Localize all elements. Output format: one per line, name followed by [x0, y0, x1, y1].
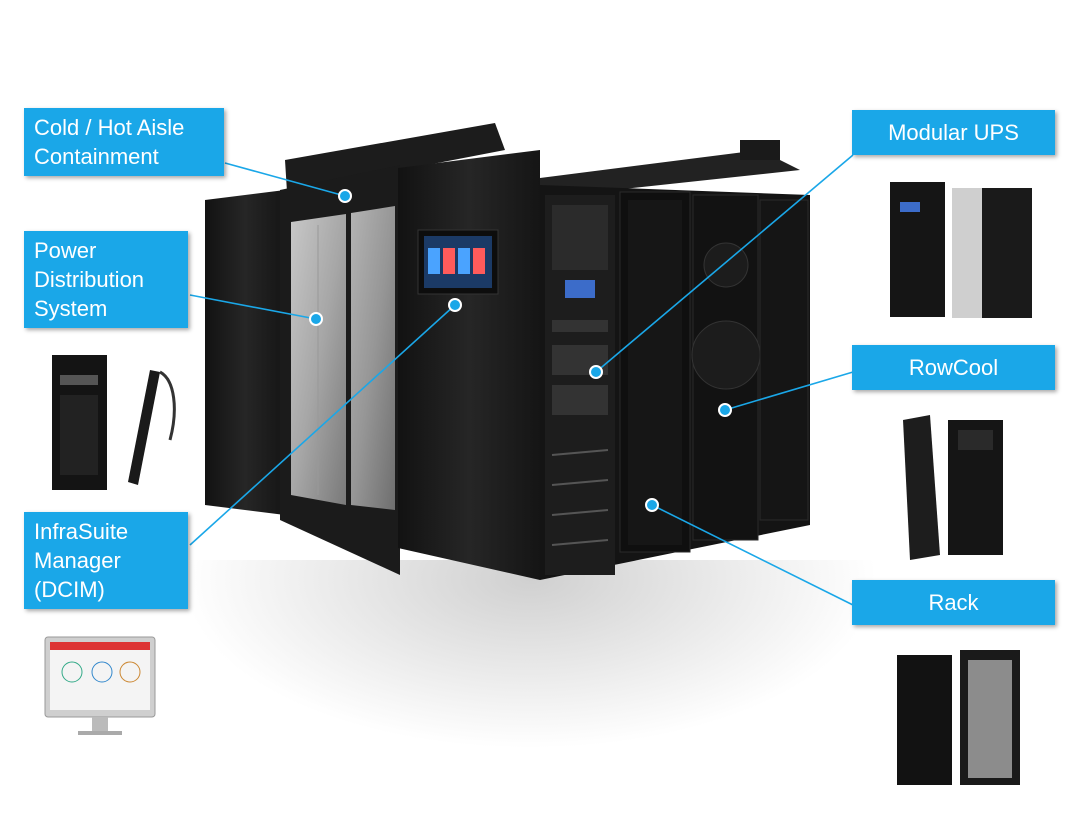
callout-rack: Rack: [852, 580, 1055, 625]
pdu-cabinet-icon: [52, 355, 107, 490]
rack-cabinet-icon: [897, 650, 1020, 785]
callout-containment-line-2: Containment: [34, 144, 159, 169]
monitor-dashboard-icon: [44, 636, 156, 735]
callout-rowcool-line-1: RowCool: [908, 355, 999, 380]
rowcool-unit-icon: [903, 415, 1003, 560]
callout-dots: [309, 189, 732, 512]
callout-pds-line-2: Distribution: [34, 267, 145, 292]
callout-dcim-line-2: Manager: [34, 548, 121, 573]
callout-pds-line-3: System: [34, 296, 108, 321]
callout-containment-line-1: Cold / Hot Aisle: [34, 115, 185, 140]
modular-datacenter: [205, 123, 810, 580]
floor-reflection: [180, 560, 880, 750]
callout-ups-line-1: Modular UPS: [888, 120, 1019, 145]
callout-containment: Cold / Hot Aisle Containment: [24, 108, 224, 176]
callout-dcim: InfraSuite Manager (DCIM): [24, 512, 188, 609]
callout-rack-line-1: Rack: [928, 590, 979, 615]
callout-power-distribution: Power Distribution System: [24, 231, 188, 328]
ups-cabinet-icon: [890, 182, 1032, 318]
callout-dcim-line-1: InfraSuite: [34, 519, 129, 544]
leader-lines: [189, 154, 854, 606]
pdu-strip-icon: [128, 370, 176, 485]
callout-dcim-line-3: (DCIM): [34, 577, 105, 602]
callout-pds-line-1: Power: [34, 238, 97, 263]
callout-rowcool: RowCool: [852, 345, 1055, 390]
callout-modular-ups: Modular UPS: [852, 110, 1055, 155]
